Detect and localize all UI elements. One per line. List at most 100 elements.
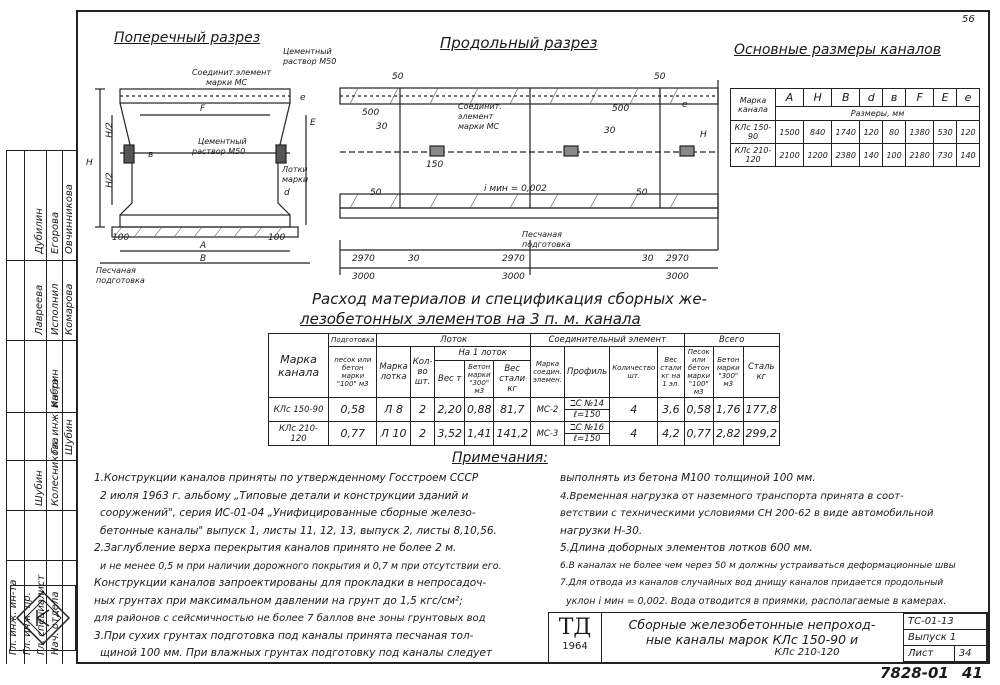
note-line: выполнять из бетона М100 толщиной 100 мм…	[560, 472, 816, 484]
spec-cell: МС-3	[529, 421, 565, 446]
spec-cell: КЛс 150-90	[267, 397, 330, 422]
cross-H2b-label: H/2	[104, 172, 115, 188]
long-50b: 50	[654, 72, 666, 82]
spec-h-ves-stali: Вес стали кг на 1 эл.	[657, 346, 685, 398]
archive-number: 7828-01	[880, 664, 949, 682]
dims-cell: 2180	[905, 143, 935, 167]
cross-A-label: A	[200, 241, 207, 251]
dims-cell: 840	[803, 120, 833, 144]
title-desc-3: КЛс 210-120	[774, 647, 840, 658]
dims-cell: 1200	[803, 143, 833, 167]
page-number: 41	[962, 664, 983, 682]
spec-cell: 1,41	[463, 421, 495, 446]
title-sheet-num: 34	[953, 645, 988, 662]
spec-cell: 2	[409, 397, 436, 422]
spec-cell: Л 8	[376, 397, 411, 422]
cross-sand-1: Песчаная	[96, 266, 136, 275]
cross-B-label: B	[200, 254, 207, 264]
long-section-title: Продольный разрез	[440, 34, 598, 52]
spec-h-v-stal: Сталь кг	[742, 346, 780, 398]
table-row: КЛс 210-120 2100 1200 2380 140 100 2180 …	[730, 143, 980, 167]
cross-H-label: H	[86, 158, 93, 168]
cross-E-label: E	[310, 118, 316, 128]
cross-cement-mid-2: раствор М50	[192, 147, 246, 156]
long-3000a: 3000	[352, 272, 375, 282]
title-desc-2: ные каналы марок КЛс 150-90 и	[645, 632, 859, 647]
spec-cell: ℶС №14	[564, 399, 610, 410]
cross-cement-top-1: Цементный	[283, 47, 332, 56]
note-line: сооружений", серия ИС-01-04 „Унифицирова…	[100, 507, 476, 519]
spec-h-v-beton: Бетон марки "300" м3	[713, 346, 744, 398]
cross-cement-mid-1: Цементный	[198, 137, 247, 146]
consumption-title-1: Расход материалов и спецификация сборных…	[312, 290, 707, 308]
side-name-1: Дубилин	[34, 208, 45, 254]
spec-h-kolich: Количество шт.	[609, 346, 659, 398]
long-30c: 30	[408, 254, 420, 264]
spec-h-profil: Профиль	[563, 346, 611, 398]
td-logo: ТД 1964	[549, 613, 602, 662]
long-500a: 500	[362, 108, 380, 118]
long-50d: 50	[636, 188, 648, 198]
spec-cell: ℓ=150	[573, 434, 601, 444]
title-code: ТС-01-13	[903, 613, 987, 630]
spec-cell: 0,88	[463, 397, 495, 422]
note-line: для районов с сейсмичностью не более 7 б…	[94, 613, 486, 624]
dims-unit-row: Размеры, мм	[775, 106, 980, 121]
spec-table: Марка канала Подготовка Лоток Соединител…	[267, 333, 780, 446]
spec-h-v-pesok: Песок или бетон марки "100" м3	[683, 346, 714, 398]
side-ispol-name: Лавреева	[34, 284, 45, 335]
note-line: 5.Длина доборных элементов лотков 600 мм…	[560, 542, 813, 554]
long-sand-1: Песчаная	[522, 230, 562, 239]
side-name-shubin2: Шубин	[34, 470, 45, 506]
cross-b-label: в	[148, 150, 154, 160]
spec-cell: МС-2	[529, 397, 565, 422]
note-line: 1.Конструкции каналов приняты по утвержд…	[94, 472, 479, 484]
cross-F-label: F	[200, 104, 206, 114]
title-sheet-label: Лист	[903, 645, 955, 662]
spec-cell: 2,20	[434, 397, 465, 422]
cross-100a-label: 100	[112, 233, 130, 243]
long-e: e	[682, 100, 688, 110]
side-role-ispol: Исполнил	[50, 283, 61, 335]
spec-cell: 4,2	[657, 421, 685, 446]
dims-cell: 140	[956, 143, 980, 167]
note-line: 3.При сухих грунтах подготовка под канал…	[94, 629, 474, 642]
dims-h-d: d	[859, 88, 884, 107]
spec-h-kol: Кол-во шт.	[409, 346, 436, 398]
long-conn-2: элемент	[458, 112, 494, 121]
dims-table: Марка канала A H B d в F E e Размеры, мм…	[730, 88, 980, 167]
spec-h-vsego: Всего	[683, 333, 780, 347]
spec-cell: 3,52	[434, 421, 465, 446]
spec-h-marka: Марка канала	[267, 333, 330, 398]
dims-cell: 80	[882, 120, 907, 144]
notes-left: 1.Конструкции каналов приняты по утвержд…	[94, 470, 554, 663]
note-line: ных грунтах при максимальном давлении на…	[94, 594, 463, 607]
dims-cell: 100	[882, 143, 907, 167]
diamond-logo-icon	[15, 590, 71, 646]
note-line: и не менее 0,5 м при наличии дорожного п…	[100, 560, 502, 572]
spec-h-marka-lotka: Марка лотка	[376, 346, 411, 398]
dims-h-marka: Марка канала	[730, 88, 776, 121]
spec-cell: 2	[409, 421, 436, 446]
cross-connect-1: Соединит.элемент	[192, 68, 272, 77]
notes-right: выполнять из бетона М100 толщиной 100 мм…	[560, 470, 985, 610]
long-30d: 30	[642, 254, 654, 264]
title-desc: Сборные железобетонные непроход- ные кан…	[609, 617, 895, 658]
dims-cell: 1500	[774, 120, 805, 144]
spec-h-podg: Подготовка	[328, 333, 378, 347]
note-line: 7.Для отвода из каналов случайных вод дн…	[560, 578, 944, 588]
corner-mark: 56	[962, 14, 975, 25]
long-150: 150	[426, 160, 444, 170]
note-line: 6.В каналах не более чем через 50 м долж…	[560, 560, 956, 571]
cross-tray-2: марки	[282, 175, 309, 184]
long-30b: 30	[604, 126, 616, 136]
spec-h-na1: На 1 лоток	[434, 346, 531, 361]
title-issue: Выпуск 1	[903, 629, 987, 646]
spec-cell: 2,82	[713, 421, 744, 446]
dims-h-b: в	[882, 88, 907, 107]
dims-h-B: B	[831, 88, 861, 107]
spec-cell: ℓ=150	[573, 410, 601, 420]
spec-cell: 0,77	[683, 421, 714, 446]
long-conn-3: марки МС	[458, 122, 500, 131]
note-line: 4.Временная нагрузка от наземного трансп…	[560, 490, 904, 502]
